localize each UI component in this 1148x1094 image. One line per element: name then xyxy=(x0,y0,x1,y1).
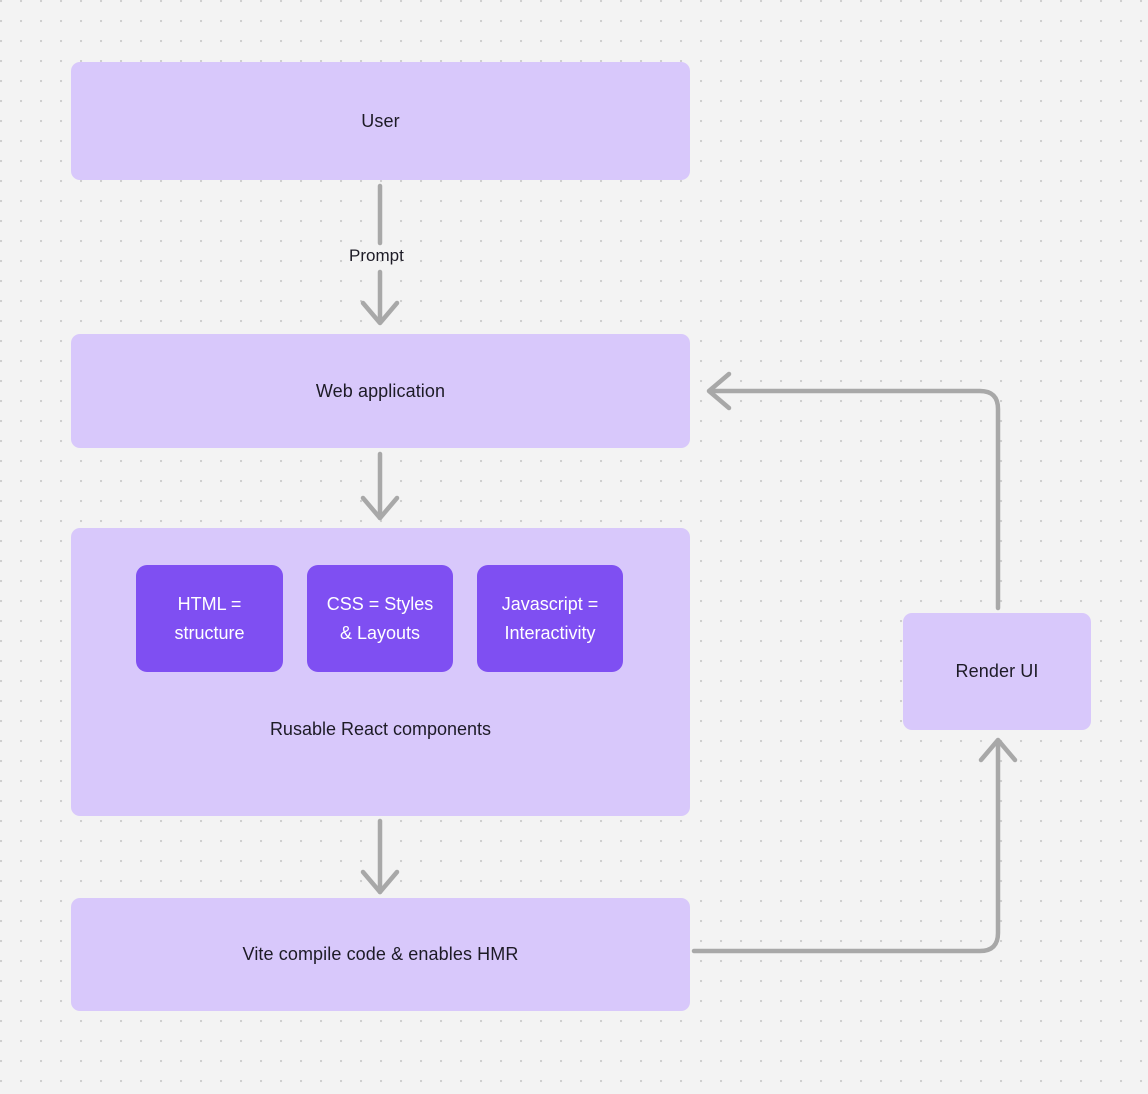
node-user-label: User xyxy=(361,110,400,131)
chip-html-label: HTML = structure xyxy=(174,593,245,643)
node-web-application-label: Web application xyxy=(315,380,446,401)
edge-render-to-web-line xyxy=(709,388,1001,611)
edge-render-to-web-arrowhead xyxy=(706,371,732,411)
chip-css-label: CSS = Styles & Layouts xyxy=(326,593,434,643)
edge-web-to-components-arrowhead xyxy=(360,495,400,521)
chip-javascript-label: Javascript = Interactivity xyxy=(501,593,599,643)
node-vite-label: Vite compile code & enables HMR xyxy=(242,944,519,965)
node-render-ui-label: Render UI xyxy=(955,661,1039,682)
node-components-group-caption: Rusable React components xyxy=(269,719,492,739)
node-render-ui[interactable]: Render UI xyxy=(903,613,1091,730)
edge-vite-to-render-line xyxy=(691,739,1001,954)
chip-css[interactable]: CSS = Styles & Layouts xyxy=(307,565,453,672)
edge-label-prompt: Prompt xyxy=(349,246,404,265)
node-user[interactable]: User xyxy=(71,62,690,180)
chip-javascript[interactable]: Javascript = Interactivity xyxy=(477,565,623,672)
chip-html[interactable]: HTML = structure xyxy=(136,565,283,672)
node-vite[interactable]: Vite compile code & enables HMR xyxy=(71,898,690,1011)
node-web-application[interactable]: Web application xyxy=(71,334,690,448)
edge-components-to-vite-arrowhead xyxy=(360,869,400,895)
edge-vite-to-render-arrowhead xyxy=(978,737,1018,763)
edge-user-to-web-arrowhead xyxy=(360,300,400,326)
